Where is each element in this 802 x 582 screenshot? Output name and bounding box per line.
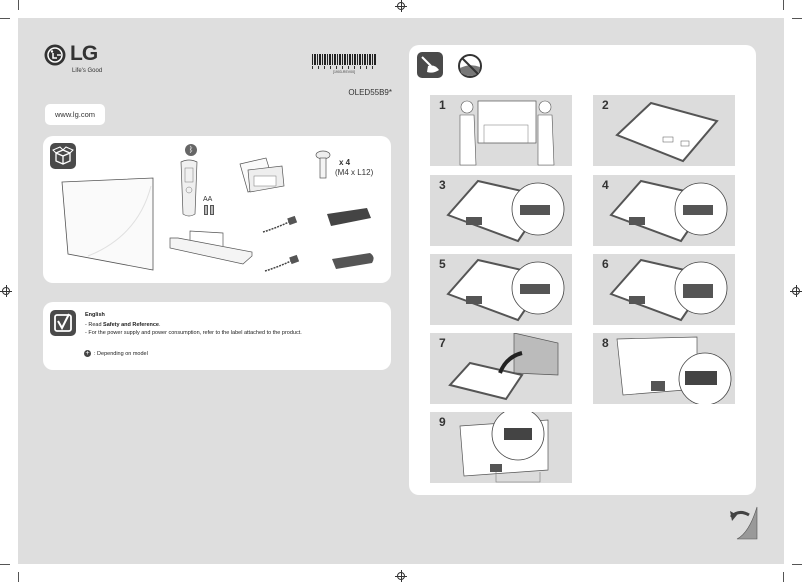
step-number: 8 <box>602 336 609 350</box>
bluetooth-icon: ᛒ <box>185 144 197 156</box>
note-panel: English - Read Safety and Reference. - F… <box>43 302 391 370</box>
plus-circle-icon: + <box>84 350 91 357</box>
website-link[interactable]: www.lg.com <box>45 104 105 125</box>
step-number: 3 <box>439 178 446 192</box>
bracket-illustration <box>327 208 371 226</box>
crop-mark <box>783 0 784 10</box>
tagline: Life's Good <box>72 68 103 74</box>
step-6: 6 <box>593 254 735 325</box>
registration-mark <box>0 285 12 297</box>
barcode <box>312 54 376 65</box>
box-icon <box>50 143 76 169</box>
box-contents-panel: ᛒ AA x 4 (M4 x L12) <box>43 136 391 283</box>
stand-illustration <box>169 230 253 265</box>
step-1: 1 <box>430 95 572 166</box>
assembly-panel: 1 2 3 4 5 6 7 8 9 <box>409 45 756 495</box>
remote-illustration <box>180 159 198 217</box>
crop-mark <box>18 0 19 10</box>
step-2: 2 <box>593 95 735 166</box>
lg-logo <box>44 44 66 71</box>
checkbox-icon <box>50 310 76 336</box>
lg-logo-text: LG <box>70 42 98 65</box>
step-number: 2 <box>602 98 609 112</box>
registration-mark <box>395 0 407 12</box>
step-4: 4 <box>593 175 735 246</box>
depending-on-model: : Depending on model <box>94 351 148 357</box>
screw-icon <box>315 150 331 179</box>
note-text: - Read <box>85 322 104 328</box>
battery-icon <box>204 205 208 215</box>
note-line-2: - For the power supply and power consump… <box>85 330 302 336</box>
note-text: . <box>159 322 161 328</box>
battery-label: AA <box>203 196 213 203</box>
turn-page-icon[interactable] <box>729 505 759 541</box>
note-line-1: - Read Safety and Reference. <box>85 322 161 328</box>
registration-mark <box>790 285 802 297</box>
power-cable-illustration <box>262 215 298 233</box>
language-heading: English <box>85 312 105 318</box>
crop-mark <box>792 564 802 565</box>
step-number: 7 <box>439 336 446 350</box>
crop-mark <box>0 18 10 19</box>
step-number: 5 <box>439 257 446 271</box>
model-number: OLED55B9* <box>348 88 392 97</box>
crop-mark <box>0 564 10 565</box>
step-7: 7 <box>430 333 572 404</box>
step-number: 6 <box>602 257 609 271</box>
registration-mark <box>395 570 407 582</box>
step-number: 4 <box>602 178 609 192</box>
cable-illustration <box>264 254 300 272</box>
step-8: 8 <box>593 333 735 404</box>
safety-reference-text: Safety and Reference <box>103 322 159 328</box>
lg-logo-icon <box>44 44 66 66</box>
crop-mark <box>18 572 19 582</box>
no-spray-icon <box>458 54 482 78</box>
step-3: 3 <box>430 175 572 246</box>
revision-label: [1903-REV00] <box>333 70 355 74</box>
step-number: 9 <box>439 415 446 429</box>
step-9: 9 <box>430 412 572 483</box>
manual-illustration <box>239 157 285 193</box>
tv-illustration <box>61 177 154 271</box>
crop-mark <box>792 18 802 19</box>
step-5: 5 <box>430 254 572 325</box>
screw-count: x 4 <box>339 158 351 167</box>
cover-illustration <box>332 253 374 269</box>
screw-size: (M4 x L12) <box>335 168 374 177</box>
cleaning-cloth-icon <box>417 52 443 78</box>
step-number: 1 <box>439 98 446 112</box>
crop-mark <box>783 572 784 582</box>
barcode-digits <box>312 66 376 69</box>
battery-icon <box>210 205 214 215</box>
